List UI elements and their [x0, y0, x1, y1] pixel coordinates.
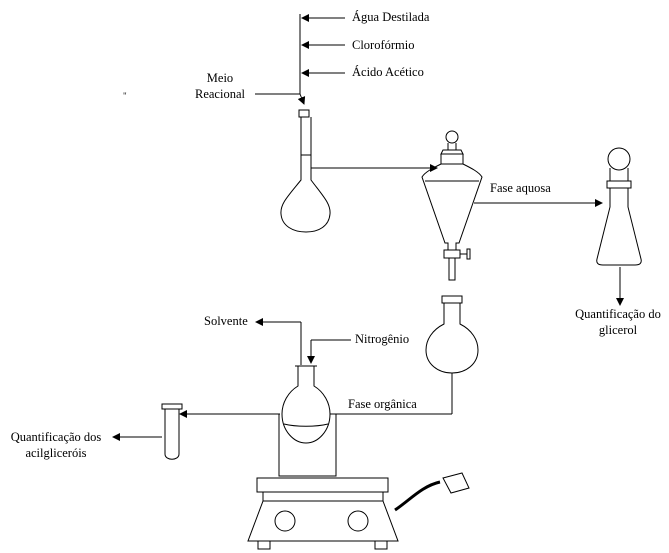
label-meio-reacional-line2: Reacional — [195, 87, 245, 101]
solvent-nitrogen-lines — [255, 318, 351, 365]
stray-mark: " — [123, 91, 127, 101]
label-quantificacao-glicerol-line1: Quantificação do — [575, 307, 661, 321]
hot-plate — [247, 472, 470, 550]
round-bottom-flask — [425, 295, 479, 374]
label-agua-destilada: Água Destilada — [352, 10, 430, 24]
reagent-feed-line — [255, 14, 345, 105]
label-quantificacao-acilglicerois-line2: acilgliceróis — [25, 446, 87, 460]
test-tube — [161, 403, 183, 460]
evaporation-flask — [278, 365, 337, 477]
label-quantificacao-glicerol-line2: glicerol — [598, 323, 638, 337]
label-fase-organica: Fase orgânica — [348, 397, 417, 411]
label-fase-aquosa: Fase aquosa — [490, 181, 551, 195]
erlenmeyer-flask — [596, 147, 642, 266]
label-quantificacao-acilglicerois-line1: Quantificação dos — [10, 430, 102, 444]
label-nitrogenio: Nitrogênio — [355, 332, 410, 346]
label-acido-acetico: Ácido Acético — [352, 65, 424, 79]
separatory-funnel — [421, 130, 483, 281]
label-meio-reacional-line1: Meio — [206, 71, 234, 85]
label-cloroformio: Clorofórmio — [352, 38, 415, 52]
organic-phase-route — [179, 373, 453, 418]
label-solvente: Solvente — [204, 314, 248, 328]
volumetric-flask — [280, 109, 331, 233]
